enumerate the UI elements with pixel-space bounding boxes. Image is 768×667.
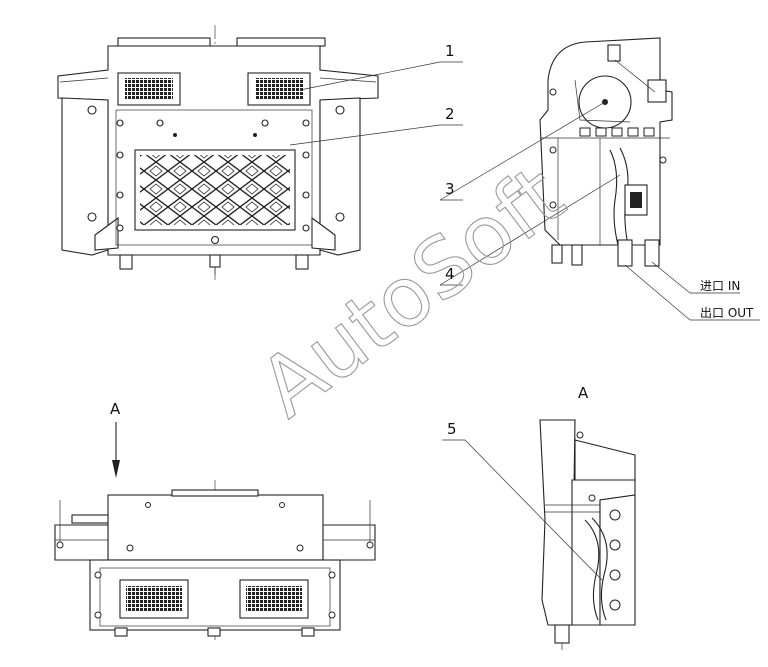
callout-1: 1 bbox=[445, 42, 455, 60]
front-view bbox=[57, 25, 379, 280]
section-view-label: A bbox=[578, 384, 589, 402]
outlet-label: 出口 OUT bbox=[700, 306, 754, 320]
callout-leaders bbox=[289, 61, 621, 581]
view-arrow-label: A bbox=[110, 400, 121, 418]
callout-4: 4 bbox=[445, 265, 455, 283]
side-view: 进口 IN 出口 OUT bbox=[539, 37, 760, 321]
section-view-a: A bbox=[539, 384, 636, 650]
callout-3: 3 bbox=[445, 180, 455, 198]
callout-2: 2 bbox=[445, 105, 455, 123]
bottom-view: A bbox=[54, 400, 376, 640]
inlet-label: 进口 IN bbox=[700, 279, 740, 293]
callout-5: 5 bbox=[447, 420, 457, 438]
